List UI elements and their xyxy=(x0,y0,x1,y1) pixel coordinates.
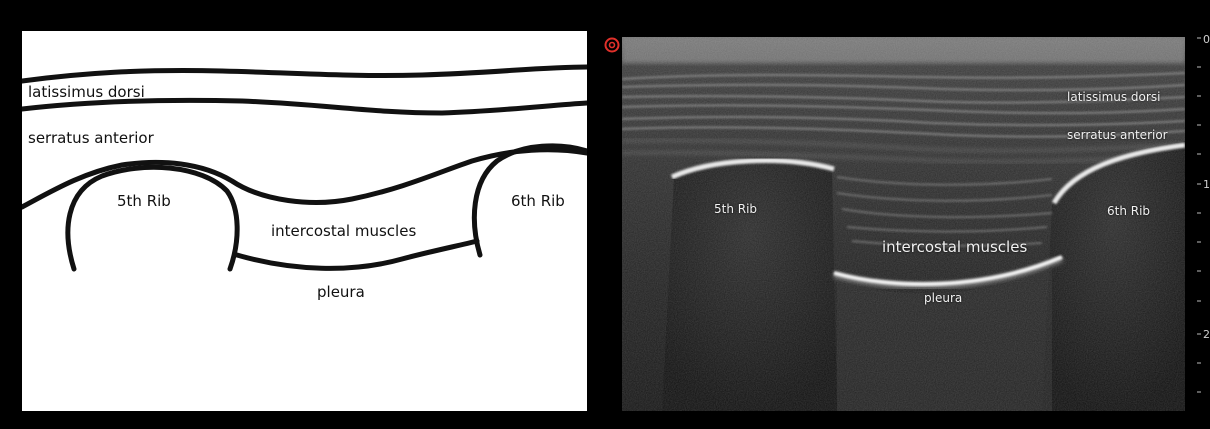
depth-scale-ticks xyxy=(1186,37,1210,411)
orientation-marker-icon xyxy=(603,36,621,54)
depth-label-1: 1 xyxy=(1203,178,1210,191)
depth-label-2: 2 xyxy=(1203,328,1210,341)
pleura-line xyxy=(237,241,477,268)
schematic-rib6-label: 6th Rib xyxy=(511,192,565,210)
schematic-pleura-label: pleura xyxy=(317,283,365,301)
depth-scale: 0 1 2 xyxy=(1186,37,1210,411)
latissimus-bottom-line xyxy=(22,100,587,113)
us-latissimus-label: latissimus dorsi xyxy=(1067,90,1160,104)
schematic-rib5-label: 5th Rib xyxy=(117,192,171,210)
schematic-intercostal-label: intercostal muscles xyxy=(271,222,416,240)
us-intercostal-label: intercostal muscles xyxy=(882,238,1027,256)
ultrasound-panel: latissimus dorsi serratus anterior 5th R… xyxy=(622,37,1185,411)
schematic-panel: latissimus dorsi serratus anterior 5th R… xyxy=(22,31,587,411)
us-rib5-label: 5th Rib xyxy=(714,202,757,216)
us-rib6-label: 6th Rib xyxy=(1107,204,1150,218)
us-serratus-label: serratus anterior xyxy=(1067,128,1168,142)
rib5-outline xyxy=(68,167,237,269)
latissimus-top-line xyxy=(22,67,587,81)
us-pleura-label: pleura xyxy=(924,291,962,305)
depth-label-0: 0 xyxy=(1203,33,1210,46)
schematic-latissimus-label: latissimus dorsi xyxy=(28,83,145,101)
schematic-serratus-label: serratus anterior xyxy=(28,129,154,147)
